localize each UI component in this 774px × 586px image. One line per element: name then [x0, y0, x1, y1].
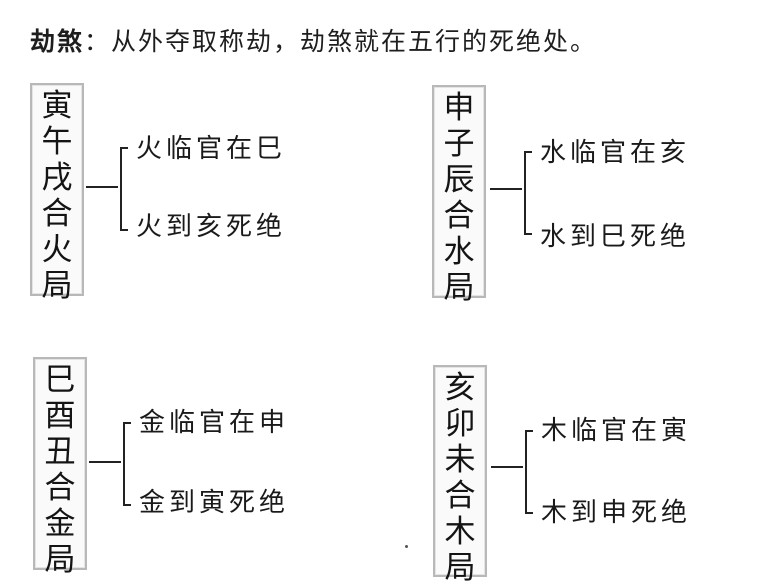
vertical-char: 酉	[44, 398, 76, 434]
heading-term: 劫煞	[30, 27, 85, 56]
branch-line-2: 金到寅死绝	[139, 488, 290, 518]
connector-line	[490, 188, 522, 190]
vertical-char: 申	[443, 90, 475, 126]
group-fire: 寅 午 戌 合 火 局 火临官在巳 火到亥死绝	[30, 83, 330, 304]
scan-speck	[405, 545, 408, 548]
branch-line-2: 火到亥死绝	[136, 212, 287, 242]
bracket	[524, 151, 532, 235]
heading-text: ：从外夺取称劫，劫煞就在五行的死绝处。	[84, 27, 598, 56]
branch-line-1: 木临官在寅	[541, 416, 692, 446]
vertical-char: 辰	[443, 162, 475, 198]
bracket	[123, 422, 131, 506]
vertical-char: 合	[443, 198, 475, 234]
bracket	[525, 430, 533, 514]
group-metal: 巳 酉 丑 合 金 局 金临官在申 金到寅死绝	[33, 357, 333, 578]
vertical-char: 亥	[444, 370, 476, 406]
vertical-char: 局	[41, 268, 73, 304]
vertical-char: 水	[443, 234, 475, 270]
branch-line-2: 木到申死绝	[541, 498, 692, 528]
branch-line-1: 水临官在亥	[540, 138, 691, 168]
vertical-char: 金	[44, 506, 76, 542]
heading: 劫煞：从外夺取称劫，劫煞就在五行的死绝处。	[30, 22, 597, 62]
branch-line-1: 火临官在巳	[136, 134, 287, 164]
vertical-char: 巳	[44, 362, 76, 398]
vertical-char: 局	[444, 550, 476, 586]
vertical-char: 合	[41, 196, 73, 232]
vertical-label-box: 申 子 辰 合 水 局	[432, 85, 486, 306]
branch-line-2: 水到巳死绝	[540, 222, 691, 252]
vertical-char: 合	[444, 478, 476, 514]
vertical-char: 火	[41, 232, 73, 268]
group-water: 申 子 辰 合 水 局 水临官在亥 水到巳死绝	[432, 85, 732, 306]
vertical-char: 子	[443, 126, 475, 162]
vertical-char: 局	[443, 270, 475, 306]
vertical-label-box: 巳 酉 丑 合 金 局	[33, 357, 87, 578]
vertical-char: 丑	[44, 434, 76, 470]
vertical-char: 木	[444, 514, 476, 550]
vertical-label-box: 寅 午 戌 合 火 局	[30, 83, 84, 304]
vertical-char: 午	[41, 124, 73, 160]
connector-line	[86, 186, 118, 188]
group-wood: 亥 卯 未 合 木 局 木临官在寅 木到申死绝	[433, 365, 733, 586]
vertical-char: 寅	[41, 88, 73, 124]
connector-line	[89, 461, 121, 463]
vertical-char: 戌	[41, 160, 73, 196]
vertical-char: 卯	[444, 406, 476, 442]
bracket	[120, 147, 128, 231]
vertical-char: 合	[44, 470, 76, 506]
vertical-label-box: 亥 卯 未 合 木 局	[433, 365, 487, 586]
vertical-char: 未	[444, 442, 476, 478]
vertical-char: 局	[44, 542, 76, 578]
connector-line	[491, 466, 523, 468]
branch-line-1: 金临官在申	[139, 408, 290, 438]
